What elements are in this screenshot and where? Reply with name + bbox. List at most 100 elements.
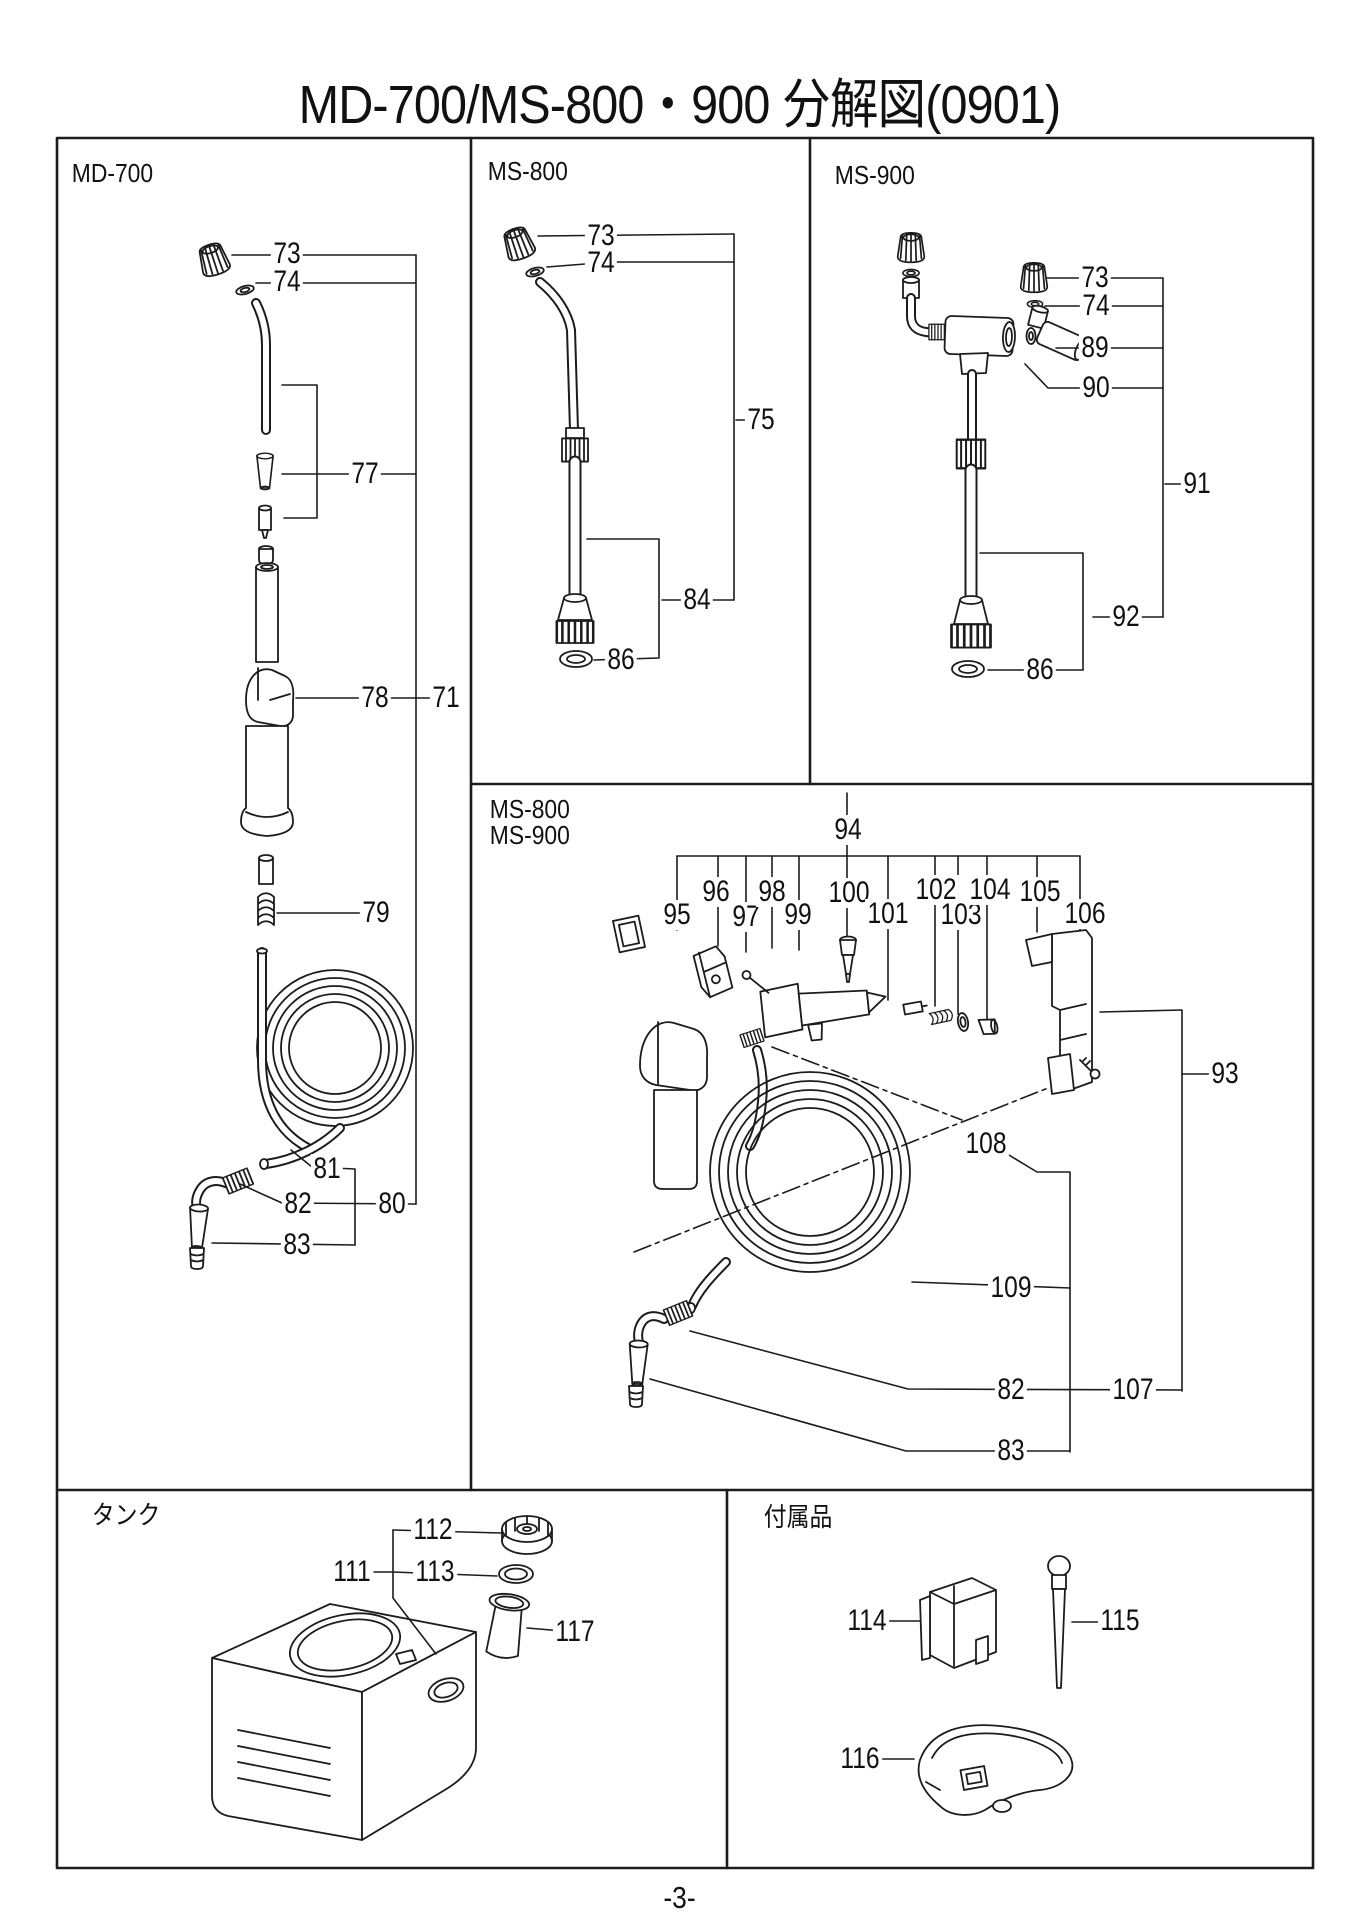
part-callout-ms900-91: 91 bbox=[1180, 469, 1214, 499]
panel-title-common: MS-800 MS-900 bbox=[488, 796, 572, 848]
tank-body bbox=[211, 1603, 477, 1841]
hose-coil-common bbox=[686, 1071, 911, 1314]
part-callout-ms900-73: 73 bbox=[1078, 263, 1112, 293]
hose-coil-md bbox=[256, 947, 414, 1170]
hose-connector bbox=[950, 595, 992, 649]
part-callout-md700-78: 78 bbox=[358, 683, 392, 713]
part-callout-md700-74: 74 bbox=[270, 267, 304, 297]
latch-96 bbox=[692, 945, 734, 999]
spray-nozzle-83 bbox=[186, 1203, 210, 1252]
screw-106 bbox=[1079, 1057, 1101, 1080]
measuring-pipette-115 bbox=[1047, 1555, 1071, 1689]
md700-illustration bbox=[186, 239, 442, 1270]
part-callout-common-96: 96 bbox=[699, 877, 733, 907]
part-callout-md700-79: 79 bbox=[359, 898, 393, 928]
insert-piece bbox=[258, 504, 272, 539]
part-callout-common-103: 103 bbox=[938, 900, 984, 930]
panel-borders bbox=[55, 136, 1315, 1870]
gasket-86 bbox=[559, 650, 593, 668]
common-illustration bbox=[612, 792, 1226, 1453]
ms800-illustration bbox=[499, 223, 762, 668]
part-callout-ms800-84: 84 bbox=[680, 585, 714, 615]
part-callout-tank-117: 117 bbox=[552, 1617, 598, 1647]
part-callout-common-101: 101 bbox=[865, 899, 911, 929]
panel-title-ms800: MS-800 bbox=[486, 156, 570, 186]
part-callout-accessories-114: 114 bbox=[844, 1606, 890, 1636]
part-callout-common-104: 104 bbox=[967, 875, 1013, 905]
part-callout-ms800-74: 74 bbox=[584, 248, 618, 278]
part-callout-common-97: 97 bbox=[729, 902, 763, 932]
gasket-74 bbox=[234, 282, 256, 298]
left-gasket bbox=[902, 268, 920, 278]
left-nozzle-cap bbox=[896, 231, 926, 264]
part-callout-common-100: 100 bbox=[826, 878, 872, 908]
part-callout-accessories-116: 116 bbox=[837, 1744, 883, 1774]
part-callout-tank-113: 113 bbox=[412, 1557, 458, 1587]
tank-illustration bbox=[211, 1515, 576, 1841]
hose-connector bbox=[555, 593, 595, 645]
nozzle-tip bbox=[189, 1247, 205, 1270]
spring-79 bbox=[257, 892, 275, 926]
part-callout-common-95: 95 bbox=[660, 900, 694, 930]
part-callout-tank-112: 112 bbox=[410, 1515, 456, 1545]
accessories-illustration bbox=[859, 1555, 1121, 1816]
page-title: MD-700/MS-800・900 分解図(0901) bbox=[298, 75, 1062, 135]
nozzle-cap-73 bbox=[194, 239, 233, 280]
part-callout-accessories-115: 115 bbox=[1097, 1606, 1143, 1636]
right-nozzle-cap-73 bbox=[1019, 261, 1049, 294]
part-callout-ms900-74: 74 bbox=[1079, 291, 1113, 321]
nozzle-cap-73 bbox=[499, 223, 538, 264]
hanger-bracket-105 bbox=[1025, 929, 1093, 1095]
panel-title-ms900: MS-900 bbox=[833, 160, 917, 190]
part-callout-common-82: 82 bbox=[994, 1375, 1028, 1405]
gasket-86 bbox=[951, 660, 985, 678]
nozzle-holder-77 bbox=[256, 452, 274, 491]
strainer-117 bbox=[485, 1592, 531, 1659]
part-callout-tank-111: 111 bbox=[330, 1557, 374, 1587]
valve-body bbox=[741, 970, 887, 1042]
part-callout-common-94: 94 bbox=[831, 815, 865, 845]
axis-to-108 bbox=[771, 1046, 963, 1121]
pump-grip bbox=[639, 1021, 709, 1190]
gasket-74 bbox=[524, 264, 546, 280]
tank-cap-112 bbox=[501, 1515, 553, 1555]
panel-title-common-line2: MS-900 bbox=[489, 820, 570, 850]
panel-title-accessories: 付属品 bbox=[762, 1502, 835, 1532]
part-callout-ms900-89: 89 bbox=[1078, 333, 1112, 363]
shoulder-strap-116 bbox=[917, 1724, 1074, 1816]
part-callout-common-107: 107 bbox=[1110, 1375, 1156, 1405]
part-callout-md700-81: 81 bbox=[310, 1154, 344, 1184]
plunger-101 bbox=[902, 1000, 928, 1016]
spray-nozzle-83 bbox=[627, 1339, 649, 1388]
pump-assembly-71 bbox=[240, 545, 295, 885]
part-callout-md700-73: 73 bbox=[270, 239, 304, 269]
page-number: -3- bbox=[663, 1880, 696, 1915]
part-callout-common-105: 105 bbox=[1017, 877, 1063, 907]
part-callout-common-109: 109 bbox=[988, 1273, 1034, 1303]
part-callout-common-106: 106 bbox=[1062, 899, 1108, 929]
nozzle-tip bbox=[628, 1385, 644, 1408]
tee-gasket bbox=[1025, 327, 1037, 345]
panel-title-md700: MD-700 bbox=[70, 158, 155, 188]
holder-clip-114 bbox=[919, 1577, 997, 1669]
part-callout-ms800-75: 75 bbox=[744, 405, 778, 435]
panel-title-common-line1: MS-800 bbox=[489, 794, 570, 824]
part-callout-md700-83: 83 bbox=[280, 1230, 314, 1260]
cock-assembly-100 bbox=[839, 935, 857, 983]
part-callout-ms800-73: 73 bbox=[584, 221, 618, 251]
tee-stub bbox=[959, 352, 989, 375]
part-callout-ms900-92: 92 bbox=[1109, 602, 1143, 632]
panel-title-tank: タンク bbox=[90, 1500, 163, 1530]
assembly-axis bbox=[633, 1087, 1049, 1253]
part-callout-md700-80: 80 bbox=[375, 1189, 409, 1219]
seat-104 bbox=[977, 1018, 999, 1035]
part-callout-common-99: 99 bbox=[781, 900, 815, 930]
coupling-nut bbox=[561, 427, 589, 463]
oring-103 bbox=[956, 1012, 970, 1032]
plate-95 bbox=[612, 914, 646, 954]
joint-fitting-108 bbox=[739, 1027, 768, 1151]
left-nozzle-holder bbox=[902, 276, 920, 299]
part-callout-ms800-86: 86 bbox=[604, 645, 638, 675]
part-callout-common-98: 98 bbox=[755, 877, 789, 907]
